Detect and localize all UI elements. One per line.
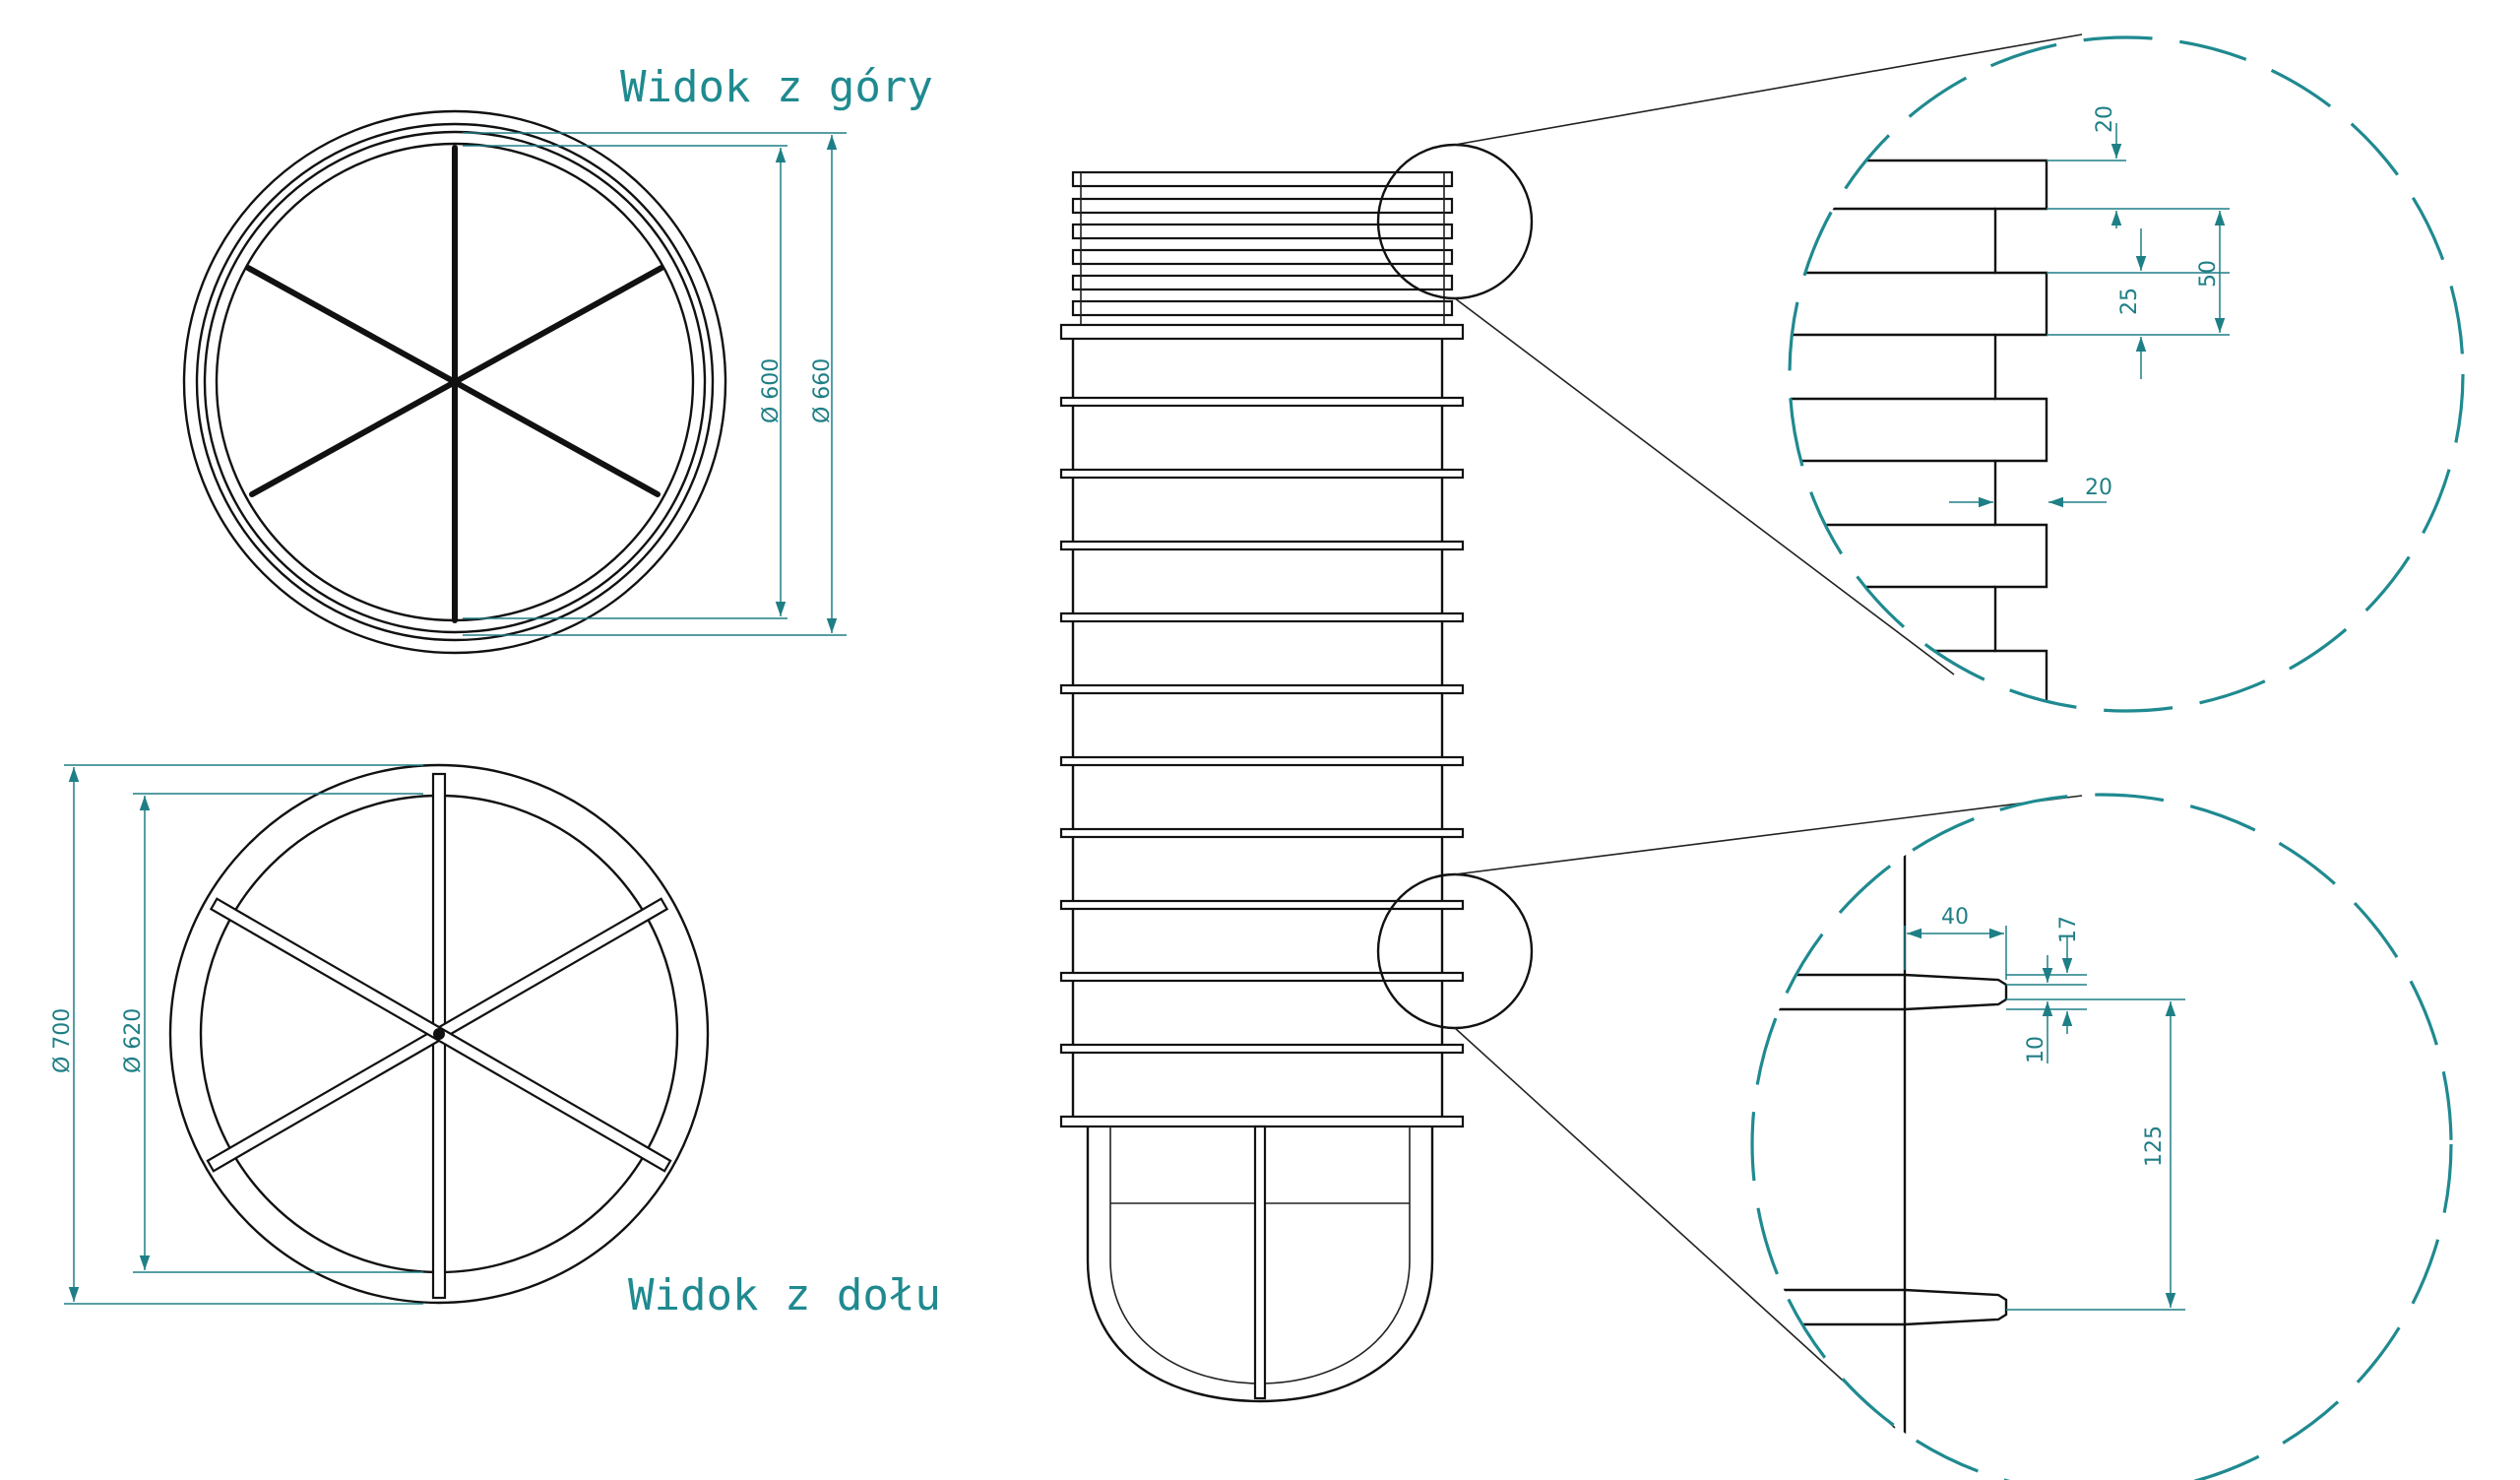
bottom-view-hub xyxy=(433,1028,445,1040)
detail-top-dim-25: 25 xyxy=(2117,288,2142,315)
top-view-rim-inner-circle xyxy=(203,130,707,634)
detail-bottom: 40 17 10 125 xyxy=(1750,793,2453,1480)
top-view-spokes xyxy=(245,145,664,623)
dim-label-620: Ø 620 xyxy=(121,1008,146,1073)
detail-marker-bottom xyxy=(1376,872,1534,1030)
top-view-title: Widok z góry xyxy=(620,62,933,112)
dim-label-660: Ø 660 xyxy=(810,358,835,423)
bottom-view-outer-circle xyxy=(168,763,710,1305)
detail-bottom-dim-125: 125 xyxy=(2142,1126,2167,1167)
detail-bottom-dim-17: 17 xyxy=(2056,916,2081,943)
detail-top-dim-20-step: 20 xyxy=(2093,105,2117,133)
dim-label-700: Ø 700 xyxy=(50,1008,75,1073)
side-view-ribs xyxy=(1059,396,1465,1128)
side-view-collar-rings xyxy=(1071,170,1454,317)
detail-leaders xyxy=(1454,33,2083,1429)
bottom-view: Widok z dołu Ø 700 Ø 620 xyxy=(50,763,941,1320)
detail-marker-top xyxy=(1376,143,1534,300)
top-view-rim-circle xyxy=(195,122,715,642)
side-view-dome-outer xyxy=(1086,1126,1434,1403)
detail-top-circle xyxy=(1788,35,2465,713)
detail-bottom-dim-10: 10 xyxy=(2024,1036,2048,1063)
detail-top-dim-50: 50 xyxy=(2196,260,2221,288)
side-view-top-flange xyxy=(1059,323,1465,341)
detail-bottom-dim-40: 40 xyxy=(1941,905,1969,930)
side-view xyxy=(1059,143,1534,1403)
detail-top-dim-20-depth: 20 xyxy=(2085,476,2112,500)
dim-label-600: Ø 600 xyxy=(759,358,784,423)
detail-bottom-circle xyxy=(1750,793,2453,1480)
side-view-dome-rib xyxy=(1253,1125,1267,1400)
top-view-outer-circle xyxy=(182,109,727,655)
top-view: Widok z góry Ø 600 Ø 660 xyxy=(182,62,933,655)
detail-top: 20 50 25 20 xyxy=(1788,35,2465,713)
bottom-view-title: Widok z dołu xyxy=(628,1270,941,1320)
